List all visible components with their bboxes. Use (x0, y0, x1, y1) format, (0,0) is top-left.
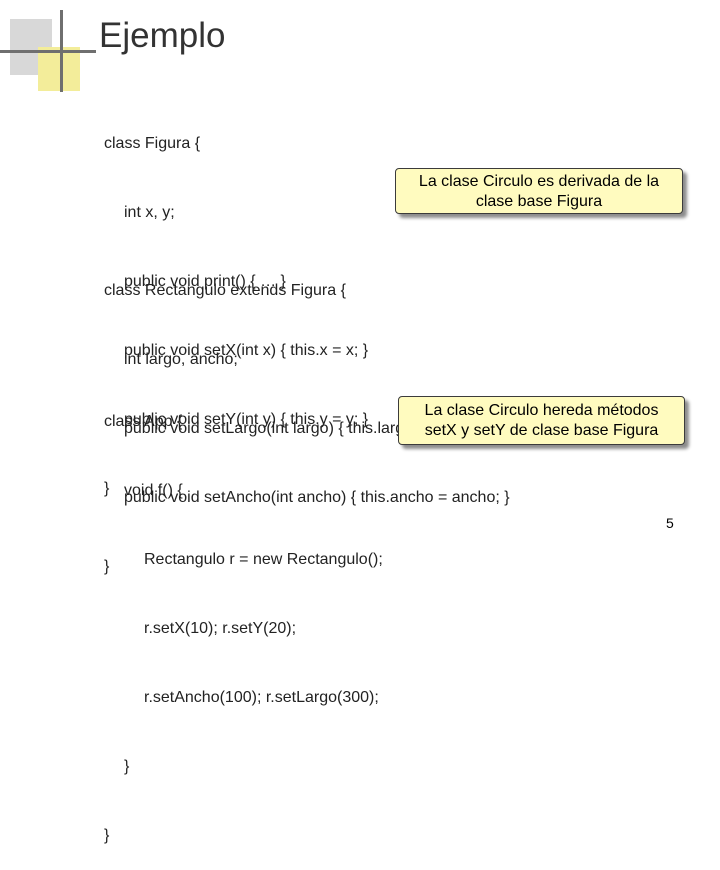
code-line: } (104, 480, 110, 497)
code-block-app: class App { void f() { Rectangulo r = ne… (104, 364, 383, 870)
code-line: r.setX(10); r.setY(20); (144, 620, 297, 637)
code-line: class App { (104, 413, 183, 430)
code-line: int largo, ancho; (124, 351, 238, 368)
slide-title: Ejemplo (99, 16, 226, 55)
code-line: Rectangulo r = new Rectangulo(); (144, 551, 383, 568)
callout-hereda: La clase Circulo hereda métodos setX y s… (398, 396, 685, 445)
code-block-figura: class Figura { int x, y; public void pri… (104, 86, 368, 523)
code-line: public void setX(int x) { this.x = x; } (124, 342, 369, 359)
code-line: public void setAncho(int ancho) { this.a… (124, 489, 510, 506)
decorative-horizontal-line (0, 50, 96, 53)
code-line: r.setAncho(100); r.setLargo(300); (144, 689, 379, 706)
callout-line: La clase Circulo es derivada de la (418, 173, 660, 190)
callout-line: La clase Circulo hereda métodos (424, 402, 659, 419)
code-line: } (104, 827, 110, 844)
callout-line: setX y setY de clase base Figura (424, 422, 659, 439)
callout-derivada: La clase Circulo es derivada de la clase… (395, 168, 683, 214)
code-line: public void print() { … } (124, 273, 286, 290)
callout-line: clase base Figura (475, 193, 603, 210)
code-line: int x, y; (124, 204, 175, 221)
code-line: class Rectangulo extends Figura { (104, 282, 346, 299)
page-number: 5 (666, 515, 674, 531)
code-line: class Figura { (104, 135, 201, 152)
decorative-yellow-square (38, 47, 80, 91)
code-line: public void setY(int y) { this.y = y; } (124, 411, 369, 428)
code-line: void f() { (124, 482, 183, 499)
code-block-rectangulo: class Rectangulo extends Figura { int la… (104, 233, 510, 601)
code-line: } (124, 758, 130, 775)
